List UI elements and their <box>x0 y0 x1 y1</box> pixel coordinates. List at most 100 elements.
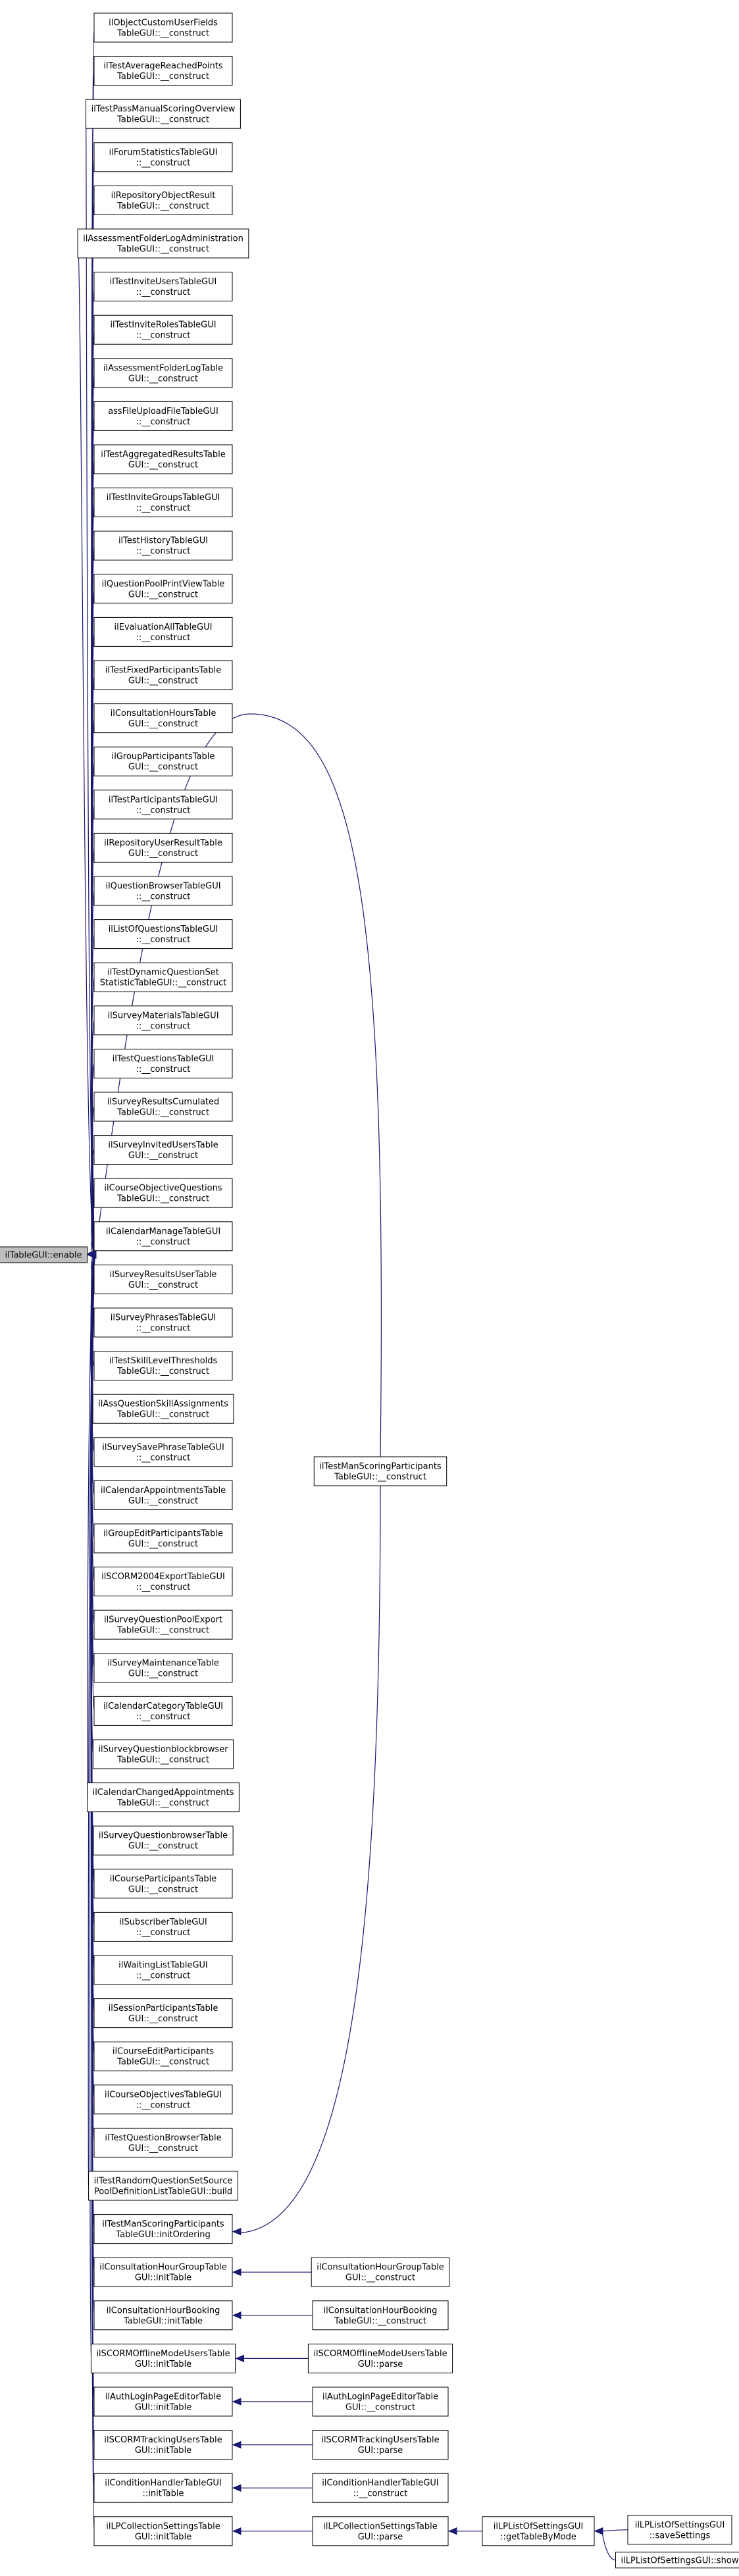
node-label-line: ilLPCollectionSettingsTable <box>106 2521 220 2531</box>
node-m7[interactable]: ilConditionHandlerTableGUI::__construct <box>312 2473 449 2503</box>
node-n0[interactable]: ilObjectCustomUserFieldsTableGUI::__cons… <box>93 13 233 43</box>
node-label-line: ilAssQuestionSkillAssignments <box>98 1400 228 1409</box>
node-label-line: GUI::__construct <box>345 2403 415 2413</box>
node-n13[interactable]: ilQuestionPoolPrintViewTableGUI::__const… <box>93 574 233 604</box>
node-n27[interactable]: ilCourseObjectiveQuestionsTableGUI::__co… <box>93 1178 233 1208</box>
node-n1[interactable]: ilTestAverageReachedPointsTableGUI::__co… <box>93 56 233 86</box>
node-n8[interactable]: ilAssessmentFolderLogTableGUI::__constru… <box>93 358 233 388</box>
node-box <box>93 401 233 431</box>
node-label-line: ilQuestionBrowserTableGUI <box>105 882 220 892</box>
node-n24[interactable]: ilTestQuestionsTableGUI::__construct <box>93 1048 233 1078</box>
node-box <box>93 1351 233 1381</box>
node-box <box>93 574 233 604</box>
node-p1[interactable]: ilLPListOfSettingsGUI::getTableByMode <box>482 2516 595 2546</box>
node-n25[interactable]: ilSurveyResultsCumulatedTableGUI::__cons… <box>93 1092 233 1122</box>
node-n28[interactable]: ilCalendarManageTableGUI::__construct <box>93 1221 233 1251</box>
node-n22[interactable]: ilTestDynamicQuestionSetStatisticTableGU… <box>93 962 233 992</box>
node-label-line: TableGUI::__construct <box>334 1473 426 1482</box>
node-n14[interactable]: ilEvaluationAllTableGUI::__construct <box>93 617 233 647</box>
node-label-line: ilTestAverageReachedPoints <box>103 61 223 71</box>
arrowhead-m1-to-n51 <box>232 2227 242 2236</box>
node-n3[interactable]: ilForumStatisticsTableGUI::__construct <box>93 142 233 172</box>
node-label-line: ilListOfQuestionsTableGUI <box>109 924 218 934</box>
node-n51[interactable]: ilTestManScoringParticipantsTableGUI::in… <box>93 2214 233 2244</box>
node-box <box>0 1246 88 1263</box>
node-m1[interactable]: ilTestManScoringParticipantsTableGUI::__… <box>313 1456 447 1486</box>
node-label-line: ilSurveySavePhraseTableGUI <box>102 1442 224 1452</box>
node-n57[interactable]: ilConditionHandlerTableGUI::initTable <box>93 2473 233 2503</box>
node-n6[interactable]: ilTestInviteUsersTableGUI::__construct <box>93 272 233 302</box>
node-root[interactable]: ilTableGUI::enable <box>0 1246 88 1263</box>
node-n30[interactable]: ilSurveyPhrasesTableGUI::__construct <box>93 1307 233 1338</box>
node-label-line: TableGUI::__construct <box>116 201 209 211</box>
node-box <box>93 2257 233 2287</box>
node-n26[interactable]: ilSurveyInvitedUsersTableGUI::__construc… <box>93 1135 233 1165</box>
node-n34[interactable]: ilCalendarAppointmentsTableGUI::__constr… <box>93 1480 233 1510</box>
node-n12[interactable]: ilTestHistoryTableGUI::__construct <box>93 530 233 561</box>
node-n19[interactable]: ilRepositoryUserResultTableGUI::__constr… <box>93 832 233 863</box>
node-n7[interactable]: ilTestInviteRolesTableGUI::__construct <box>93 315 233 345</box>
node-n20[interactable]: ilQuestionBrowserTableGUI::__construct <box>93 876 233 906</box>
node-n10[interactable]: ilTestAggregatedResultsTableGUI::__const… <box>93 444 233 474</box>
node-label-line: ilAuthLoginPageEditorTable <box>105 2392 221 2402</box>
node-n48[interactable]: ilCourseObjectivesTableGUI::__construct <box>93 2084 233 2115</box>
node-box <box>93 1135 233 1165</box>
node-n2[interactable]: ilTestPassManualScoringOverviewTableGUI:… <box>86 99 241 129</box>
node-box <box>307 2343 453 2373</box>
edge-n58-to-root <box>91 1254 96 2532</box>
node-m2[interactable]: ilConsultationHourGroupTableGUI::__const… <box>311 2257 450 2287</box>
nodes-layer: ilTableGUI::enable ilObjectCustomUserFiel… <box>0 13 739 2569</box>
node-n23[interactable]: ilSurveyMaterialsTableGUI::__construct <box>93 1005 233 1036</box>
node-n18[interactable]: ilTestParticipantsTableGUI::__construct <box>93 790 233 820</box>
node-label-line: GUI::__construct <box>128 676 198 686</box>
node-n58[interactable]: ilLPCollectionSettingsTableGUI::initTabl… <box>93 2516 233 2546</box>
node-n36[interactable]: ilSCORM2004ExportTableGUI::__construct <box>93 1567 233 1597</box>
node-n32[interactable]: ilAssQuestionSkillAssignmentsTableGUI::_… <box>92 1394 234 1424</box>
node-n44[interactable]: ilSubscriberTableGUI::__construct <box>93 1911 233 1942</box>
node-n49[interactable]: ilTestQuestionBrowserTableGUI::__constru… <box>93 2127 233 2158</box>
node-n46[interactable]: ilSessionParticipantsTableGUI::__constru… <box>93 1998 233 2029</box>
node-n40[interactable]: ilSurveyQuestionblockbrowserTableGUI::__… <box>92 1739 234 1769</box>
node-n43[interactable]: ilCourseParticipantsTableGUI::__construc… <box>93 1869 233 1899</box>
node-n31[interactable]: ilTestSkillLevelThresholdsTableGUI::__co… <box>93 1351 233 1381</box>
node-n9[interactable]: assFileUploadFileTableGUI::__construct <box>93 401 233 431</box>
node-n52[interactable]: ilConsultationHourGroupTableGUI::initTab… <box>93 2257 233 2287</box>
node-box <box>312 2516 449 2546</box>
node-label-line: ilCourseObjectivesTableGUI <box>105 2090 222 2100</box>
edge-n41-to-root <box>87 1254 96 1798</box>
node-m3[interactable]: ilConsultationHourBookingTableGUI::__con… <box>312 2300 449 2331</box>
node-q2[interactable]: ilLPListOfSettingsGUI::show <box>615 2552 739 2569</box>
node-n33[interactable]: ilSurveySavePhraseTableGUI::__construct <box>93 1437 233 1467</box>
node-n45[interactable]: ilWaitingListTableGUI::__construct <box>93 1955 233 1985</box>
node-m5[interactable]: ilAuthLoginPageEditorTableGUI::__constru… <box>312 2387 449 2417</box>
node-n42[interactable]: ilSurveyQuestionbrowserTableGUI::__const… <box>93 1825 234 1856</box>
node-label-line: ilTestSkillLevelThresholds <box>109 1356 218 1366</box>
node-box <box>93 1523 233 1553</box>
node-label-line: PoolDefinitionListTableGUI::build <box>94 2187 232 2197</box>
node-n47[interactable]: ilCourseEditParticipantsTableGUI::__cons… <box>93 2041 233 2071</box>
node-n15[interactable]: ilTestFixedParticipantsTableGUI::__const… <box>93 660 233 690</box>
node-n41[interactable]: ilCalendarChangedAppointmentsTableGUI::_… <box>87 1782 240 1813</box>
node-label-line: ilAuthLoginPageEditorTable <box>322 2392 438 2402</box>
node-n4[interactable]: ilRepositoryObjectResultTableGUI::__cons… <box>93 185 233 215</box>
node-q1[interactable]: ilLPListOfSettingsGUI::saveSettings <box>627 2515 732 2545</box>
node-n21[interactable]: ilListOfQuestionsTableGUI::__construct <box>93 919 233 949</box>
node-box <box>93 2473 233 2503</box>
node-n11[interactable]: ilTestInviteGroupsTableGUI::__construct <box>93 488 233 518</box>
node-n37[interactable]: ilSurveyQuestionPoolExportTableGUI::__co… <box>93 1609 233 1640</box>
node-n54[interactable]: ilSCORMOfflineModeUsersTableGUI::initTab… <box>90 2343 236 2373</box>
node-n53[interactable]: ilConsultationHourBookingTableGUI::initT… <box>93 2300 233 2331</box>
node-n39[interactable]: ilCalendarCategoryTableGUI::__construct <box>93 1696 233 1726</box>
node-n50[interactable]: ilTestRandomQuestionSetSourcePoolDefinit… <box>88 2171 238 2201</box>
node-n35[interactable]: ilGroupEditParticipantsTableGUI::__const… <box>93 1523 233 1553</box>
node-n5[interactable]: ilAssessmentFolderLogAdministrationTable… <box>77 228 249 259</box>
